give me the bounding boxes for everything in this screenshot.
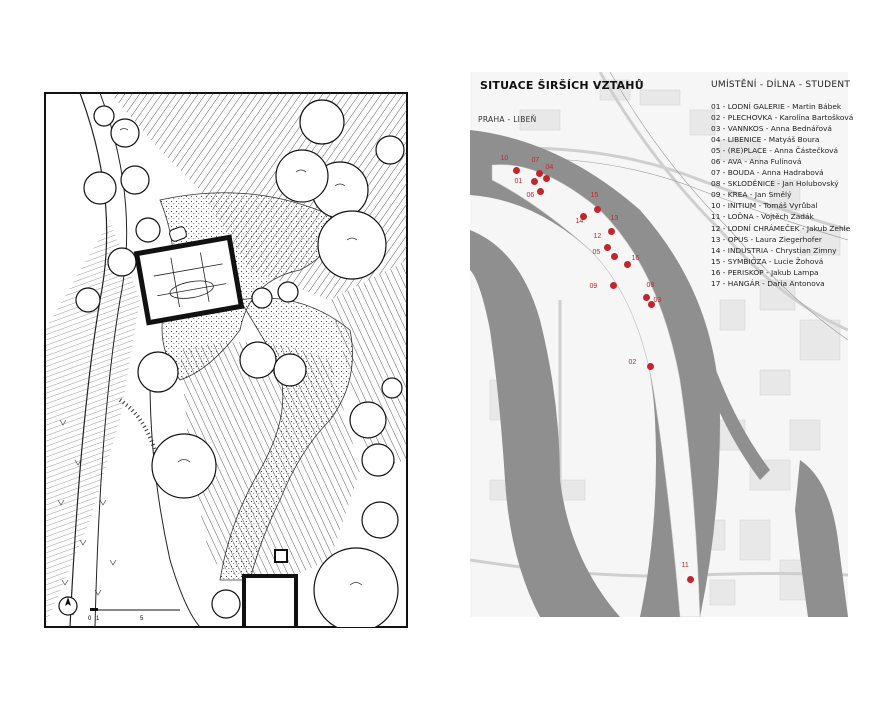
marker[interactable]: 01 — [515, 177, 538, 185]
legend-item: 06 - AVA - Anna Fulínová — [711, 157, 802, 167]
scale-label-5: 5 — [140, 616, 144, 622]
legend-title: UMÍSTĚNÍ - DÍLNA - STUDENT — [711, 80, 851, 90]
map-title: SITUACE ŠIRŠÍCH VZTAHŮ — [480, 79, 644, 92]
marker[interactable]: 16 — [623, 255, 639, 268]
area-label: PRAHA - LIBEŇ — [478, 115, 537, 124]
marker-label: 08 — [646, 281, 655, 289]
marker-label: 12 — [593, 232, 602, 240]
marker[interactable]: 06 — [527, 187, 544, 199]
marker[interactable]: 10 — [501, 155, 520, 174]
marker-label: 11 — [681, 561, 689, 569]
marker-label: 07 — [531, 156, 540, 164]
legend-item: 09 - KREA - Jan Smělý — [711, 190, 792, 200]
marker-label: 10 — [500, 154, 509, 162]
legend-item: 04 - LIBENICE - Matyáš Boura — [711, 135, 820, 145]
marker[interactable]: 15 — [591, 192, 601, 213]
marker-label: 01 — [514, 177, 523, 185]
marker-label: 09 — [589, 282, 598, 290]
marker-label: 14 — [575, 217, 584, 225]
legend-item: 05 - (RE)PLACE - Anna Částečková — [711, 146, 838, 156]
marker[interactable]: 12 — [594, 233, 611, 251]
marker-label: 05 — [592, 248, 601, 256]
marker-label: 04 — [545, 163, 554, 171]
marker[interactable]: 09 — [590, 281, 617, 290]
legend-item: 15 - SYMBIÓZA - Lucie Žohová — [711, 256, 824, 266]
legend-item: 17 - HANGÁR - Daria Antonova — [711, 278, 825, 288]
legend-item: 07 - BOUDA - Anna Hadrabová — [711, 168, 824, 178]
building-plan — [133, 234, 245, 326]
legend-item: 12 - LODNÍ CHRÁMEČEK - Jakub Zehle — [711, 223, 851, 233]
marker[interactable]: 13 — [607, 215, 618, 235]
legend-list: 01 - LODNÍ GALERIE - Martin Bábek 02 - P… — [711, 101, 853, 289]
marker[interactable]: 05 — [593, 249, 618, 260]
marker[interactable]: 03 — [647, 297, 661, 308]
legend-item: 10 - INITIUM - Tomáš Vyrůbal — [711, 201, 818, 211]
legend-item: 01 - LODNÍ GALERIE - Martin Bábek — [711, 102, 842, 111]
marker[interactable]: 08 — [642, 282, 654, 301]
legend-item: 13 - OPUS - Laura Ziegerhofer — [711, 234, 822, 244]
marker-label: 13 — [610, 214, 619, 222]
marker[interactable]: 02 — [629, 359, 654, 370]
marker[interactable]: 04 — [542, 164, 553, 182]
legend-item: 14 - INDUSTRIA - Chrystian Zimny — [711, 245, 837, 255]
marker-label: 02 — [628, 358, 637, 366]
marker-label: 03 — [653, 296, 662, 304]
legend-item: 02 - PLECHOVKA - Karolína Bartošková — [711, 113, 854, 123]
scale-bar: 0 1 5 — [88, 608, 180, 622]
marker[interactable]: 07 — [532, 157, 543, 177]
scale-label-1: 1 — [96, 616, 100, 622]
scale-label-0: 0 — [88, 616, 92, 622]
legend-item: 08 - SKLODĚNICE - Jan Holubovský — [711, 179, 839, 189]
marker-label: 16 — [631, 254, 640, 262]
marker[interactable]: 11 — [682, 562, 694, 583]
legend-item: 03 - VANNKOS - Anna Bednářová — [711, 124, 832, 134]
legend-item: 11 - LOĎNA - Vojtěch Zadák — [711, 212, 814, 222]
marker-label: 06 — [526, 191, 535, 199]
marker-label: 15 — [590, 191, 599, 199]
legend-item: 16 - PERISKOP - Jakub Lampa — [711, 267, 819, 277]
marker[interactable]: 14 — [576, 212, 587, 225]
